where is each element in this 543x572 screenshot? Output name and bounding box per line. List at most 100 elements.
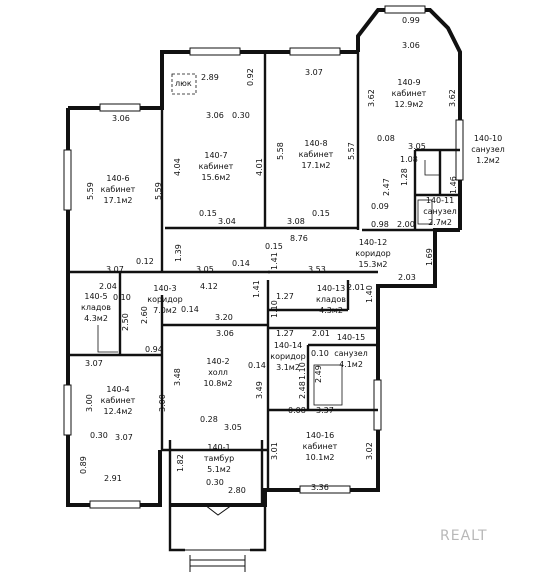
dimension: 5.59 [154,182,163,200]
room-id: 140-9 [397,78,420,87]
room-area: 2.7м2 [428,218,452,227]
room-140-1: 140-1 тамбур 5.1м2 [204,443,234,474]
dimension: 5.58 [276,142,285,160]
dimension: 3.62 [367,89,376,107]
room-area: 12.9м2 [395,100,424,109]
room-140-6: 140-6 кабинет 17.1м2 [101,174,136,205]
room-id: 140-3 [153,284,176,293]
dimension: 3.08 [287,217,305,226]
dimension: 1.28 [400,168,409,186]
dimension-labels: 0.99 3.06 2.89 0.92 3.07 3.62 3.62 3.06 … [79,16,458,495]
dimension: 0.30 [232,111,250,120]
dimension: 0.14 [232,259,250,268]
dimension: 8.76 [290,234,308,243]
room-area: 4.3м2 [84,314,108,323]
dimension: 1.69 [425,248,434,266]
room-name: кабинет [299,150,334,159]
room-area: 17.1м2 [104,196,133,205]
dimension: 3.07 [85,359,103,368]
room-id: 140-2 [206,357,229,366]
room-area: 10.8м2 [204,379,233,388]
dimension: 2.60 [140,306,149,324]
dimension: 0.08 [288,406,306,415]
room-area: 3.1м2 [276,363,300,372]
dimension: 1.46 [449,176,458,194]
dimension: 0.89 [79,456,88,474]
room-140-2: 140-2 холл 10.8м2 [204,357,233,388]
room-id: 140-16 [306,431,334,440]
dimension: 2.80 [228,486,246,495]
room-name: кладов [81,303,111,312]
dimension: 0.14 [248,361,266,370]
dimension: 2.04 [99,282,117,291]
dimension: 0.10 [311,349,329,358]
room-140-9: 140-9 кабинет 12.9м2 [392,78,427,109]
dimension: 2.03 [398,273,416,282]
room-area: 12.4м2 [104,407,133,416]
room-140-14: 140-14 коридор 3.1м2 [270,341,306,372]
room-id: 140-8 [304,139,327,148]
dimension: 0.15 [199,209,217,218]
room-name: коридор [355,249,391,258]
dimension: 3.06 [112,114,130,123]
dimension: 0.99 [402,16,420,25]
dimension: 3.07 [106,265,124,274]
room-id: 140-14 [274,341,302,350]
dimension: 4.01 [255,158,264,176]
room-name: коридор [147,295,183,304]
dimension: 3.06 [402,41,420,50]
dimension: 1.27 [276,292,294,301]
room-id: 140-4 [106,385,129,394]
dimension: 0.15 [312,209,330,218]
room-140-11: 140-11 санузел 2.7м2 [423,196,457,227]
dimension: 3.04 [218,217,236,226]
dimension: 3.37 [316,406,334,415]
dimension: 0.30 [206,478,224,487]
dimension: 4.12 [200,282,218,291]
room-name: кабинет [101,185,136,194]
room-area: 1.2м2 [476,156,500,165]
dimension: 2.49 [314,365,323,383]
dimension: 3.05 [196,265,214,274]
dimension: 3.07 [115,433,133,442]
room-area: 4.3м2 [319,306,343,315]
room-area: 10.1м2 [306,453,335,462]
dimension: 2.89 [201,73,219,82]
room-area: 17.1м2 [302,161,331,170]
dimension: 1.10 [298,362,307,380]
room-area: 15.3м2 [359,260,388,269]
room-name: кладов [316,295,346,304]
interior-walls [68,52,460,505]
room-name: кабинет [101,396,136,405]
room-id: 140-11 [426,196,454,205]
dimension: 0.98 [371,220,389,229]
dimension: 0.92 [246,68,255,86]
room-id: 140-6 [106,174,129,183]
dimension: 3.00 [85,394,94,412]
room-name: санузел [423,207,457,216]
dimension: 4.04 [173,158,182,176]
dimension: 3.53 [308,265,326,274]
dimension: 3.05 [408,142,426,151]
room-id: 140-12 [359,238,387,247]
windows [63,5,464,509]
dimension: 5.59 [86,182,95,200]
dimension: 2.01 [312,329,330,338]
dimension: 0.30 [90,431,108,440]
room-name: кабинет [303,442,338,451]
room-id: 140-15 [337,333,365,342]
room-140-4: 140-4 кабинет 12.4м2 [101,385,136,416]
dimension: 2.48 [298,381,307,399]
room-area: 15.6м2 [202,173,231,182]
dimension: 3.06 [216,329,234,338]
dimension: 1.41 [252,280,261,298]
dimension: 0.14 [181,305,199,314]
dimension: 0.12 [136,257,154,266]
room-name: кабинет [199,162,234,171]
room-name: коридор [270,352,306,361]
room-id: 140-5 [84,292,107,301]
dimension: 2.01 [347,283,365,292]
dimension: 2.91 [104,474,122,483]
room-140-10: 140-10 санузел 1.2м2 [471,134,505,165]
